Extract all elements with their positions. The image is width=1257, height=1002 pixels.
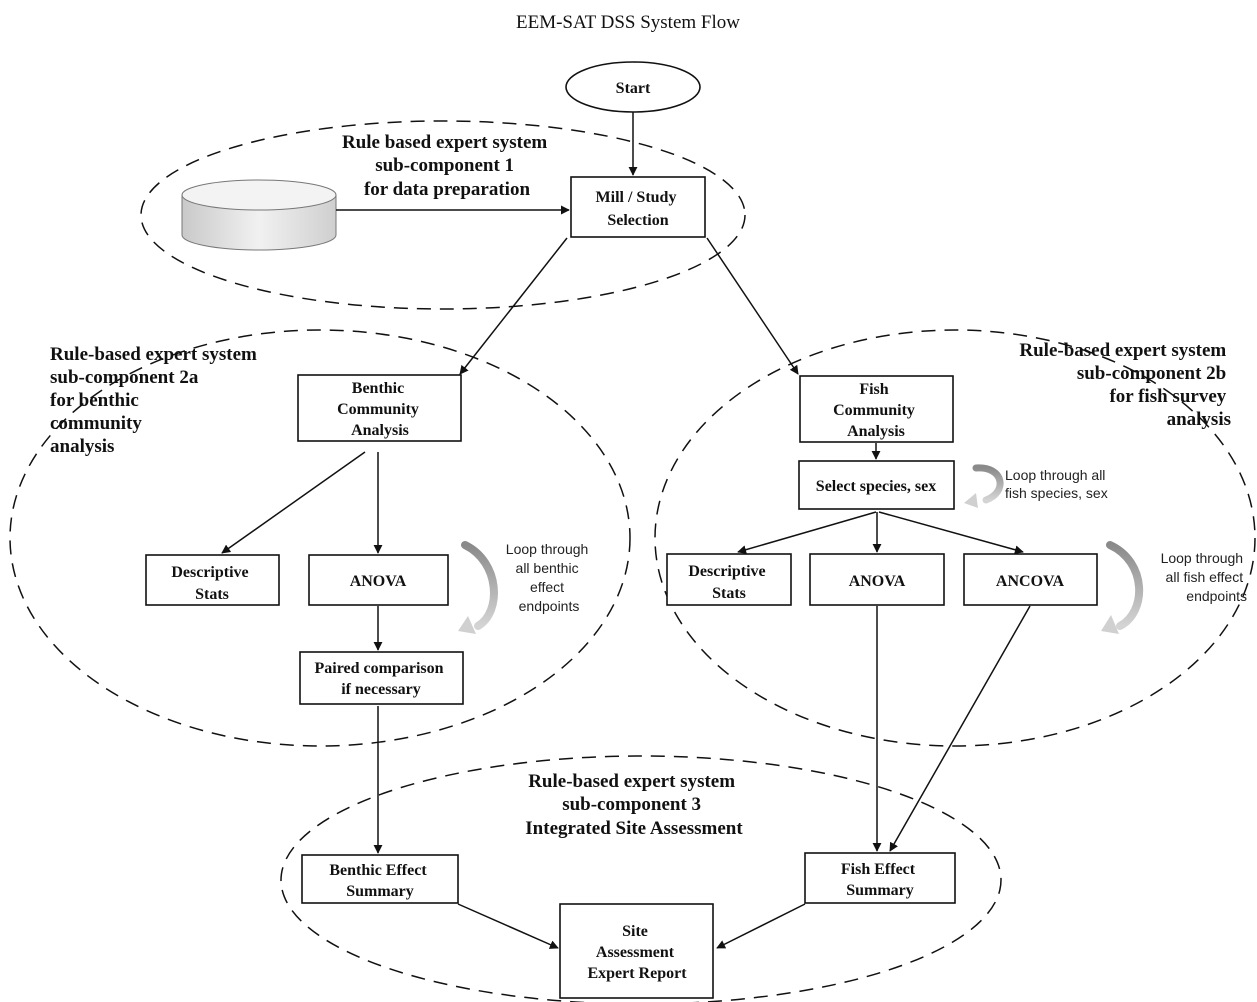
fish-ancova-box: ANCOVA: [963, 553, 1098, 606]
benthic-effect-summary-box: Benthic Effect Summary: [301, 854, 459, 904]
region-label-sub2a: Rule-based expert system sub-component 2…: [50, 344, 262, 457]
fish-anova-box: ANOVA: [809, 553, 945, 606]
svg-text:ANCOVA: ANCOVA: [996, 573, 1065, 590]
loop-arrow-icon: [1101, 541, 1143, 634]
svg-text:Fish Community Ana: Fish Community Analysis: [833, 381, 919, 440]
region-ellipse-sub1: [140, 120, 746, 310]
fish-descriptive-stats-box: Descriptive Stats: [666, 553, 792, 606]
svg-text:Select species, sex: Select species, sex: [816, 478, 936, 495]
loop-note-benthic: Loop through all benthic effect endpoint…: [506, 541, 592, 614]
region-ellipse-sub3: [280, 755, 1002, 1002]
start-node: Start: [565, 61, 701, 113]
region-label-sub2b: Rule-based expert system sub-component 2…: [1019, 340, 1231, 430]
svg-text:Start: Start: [616, 80, 651, 97]
site-assessment-report-box: Site Assessment Expert Report: [559, 903, 714, 999]
loop-arrow-icon: [458, 541, 498, 634]
select-species-sex-box: Select species, sex: [798, 460, 955, 510]
svg-text:Mill / Study Selection: Mill / Study Selection: [596, 189, 681, 229]
arrow-ancova-to-fish-effect: [889, 605, 1031, 852]
loop-note-fish: Loop through all fish effect endpoints: [1161, 550, 1247, 604]
region-label-sub3: Rule-based expert system sub-component 3…: [525, 771, 743, 839]
svg-text:Benthic Effect Summary: Benthic Effect Summary: [329, 862, 430, 900]
svg-text:Fish Effect Summary: Fish Effect Summary: [841, 861, 919, 899]
arrow-select-to-ancova: [878, 511, 1024, 555]
mill-study-selection-box: Mill / Study Selection: [570, 176, 706, 238]
diagram-title: EEM-SAT DSS System Flow: [516, 12, 740, 33]
svg-text:ANOVA: ANOVA: [849, 573, 906, 590]
region-label-sub1: Rule based expert system sub-component 1…: [342, 132, 552, 200]
loop-arrow-icon: [964, 464, 1004, 508]
svg-text:Benthic Community: Benthic Community Analysis: [337, 380, 423, 439]
benthic-anova-box: ANOVA: [308, 554, 449, 606]
svg-text:Paired comparison if nec: Paired comparison if necessary: [314, 660, 447, 698]
region-ellipse-sub2a: [9, 329, 631, 747]
fish-effect-summary-box: Fish Effect Summary: [804, 852, 956, 904]
svg-text:ANOVA: ANOVA: [350, 573, 407, 590]
arrow-benthic-to-descriptive: [221, 451, 366, 554]
svg-text:Descriptive Stats: Descriptive Stats: [171, 564, 252, 603]
database-cylinder-icon: [181, 179, 337, 251]
loop-note-species: Loop through all fish species, sex: [1005, 467, 1109, 501]
arrow-mill-to-benthic: [459, 237, 568, 375]
paired-comparison-box: Paired comparison if necessary: [299, 651, 464, 705]
svg-text:Descriptive Stats: Descriptive Stats: [688, 563, 769, 602]
benthic-community-analysis-box: Benthic Community Analysis: [297, 374, 462, 442]
arrow-fish-effect-to-report: [716, 903, 806, 949]
arrow-benthic-effect-to-report: [457, 903, 559, 949]
arrow-select-to-descriptive: [737, 511, 877, 555]
svg-text:Site Assessment Ex: Site Assessment Expert Report: [587, 923, 687, 982]
fish-community-analysis-box: Fish Community Analysis: [799, 375, 954, 443]
benthic-descriptive-stats-box: Descriptive Stats: [145, 554, 280, 606]
arrow-mill-to-fish: [706, 237, 799, 375]
region-ellipse-sub2b: [654, 329, 1256, 747]
